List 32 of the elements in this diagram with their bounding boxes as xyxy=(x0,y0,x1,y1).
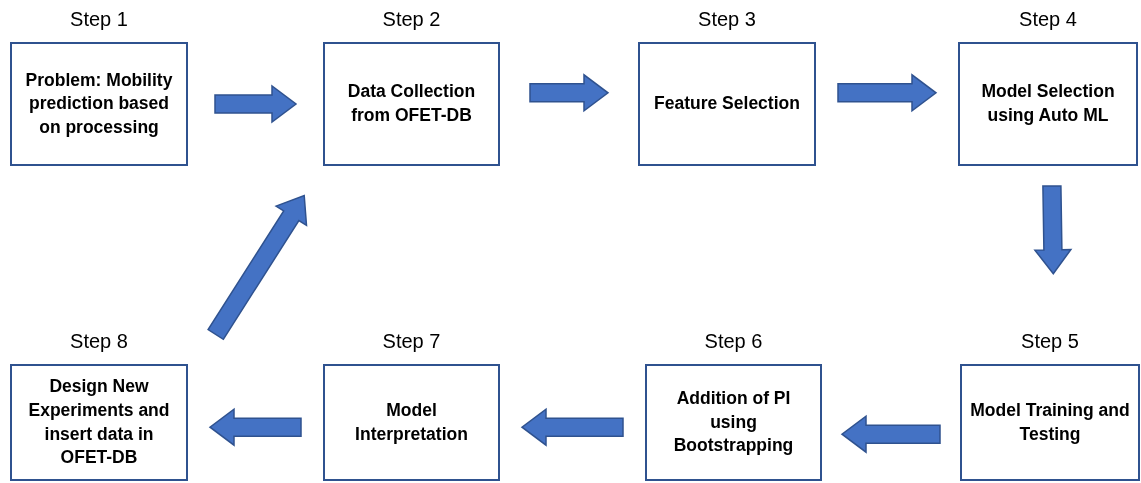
step-label: Step 2 xyxy=(382,8,441,31)
process-box xyxy=(323,42,500,166)
block-arrow xyxy=(529,73,610,113)
block-arrow xyxy=(208,407,302,447)
step-label: Step 1 xyxy=(70,8,128,31)
block-arrow xyxy=(840,414,941,454)
step-label: Step 5 xyxy=(1021,330,1079,353)
step-description: Model Training and Testing xyxy=(970,398,1130,446)
step-description: Problem: Mobility prediction based on processing xyxy=(24,68,174,139)
step-label: Step 7 xyxy=(382,330,441,353)
step-description: Feature Selection xyxy=(654,92,800,116)
step-description: Model Interpretation xyxy=(354,398,469,446)
step-label: Step 8 xyxy=(70,330,128,353)
block-arrow xyxy=(520,407,624,447)
process-box xyxy=(10,42,188,166)
block-arrow xyxy=(1033,185,1073,276)
step-label: Step 3 xyxy=(698,8,756,31)
process-box xyxy=(638,42,816,166)
process-box xyxy=(10,364,188,481)
process-box xyxy=(960,364,1140,481)
process-box xyxy=(958,42,1138,166)
step-description: Data Collection from OFET-DB xyxy=(346,80,477,127)
step-label: Step 4 xyxy=(1019,8,1077,31)
block-arrow xyxy=(207,194,308,341)
step-description: Design New Experiments and insert data in OFET-DB xyxy=(27,375,171,470)
step-description: Model Selection using Auto ML xyxy=(980,80,1116,127)
block-arrow xyxy=(837,73,938,113)
step-description: Addition of PI using Bootstrapping xyxy=(672,387,795,458)
process-box xyxy=(323,364,500,481)
step-label: Step 6 xyxy=(704,330,763,353)
process-box xyxy=(645,364,822,481)
block-arrow xyxy=(214,84,298,124)
